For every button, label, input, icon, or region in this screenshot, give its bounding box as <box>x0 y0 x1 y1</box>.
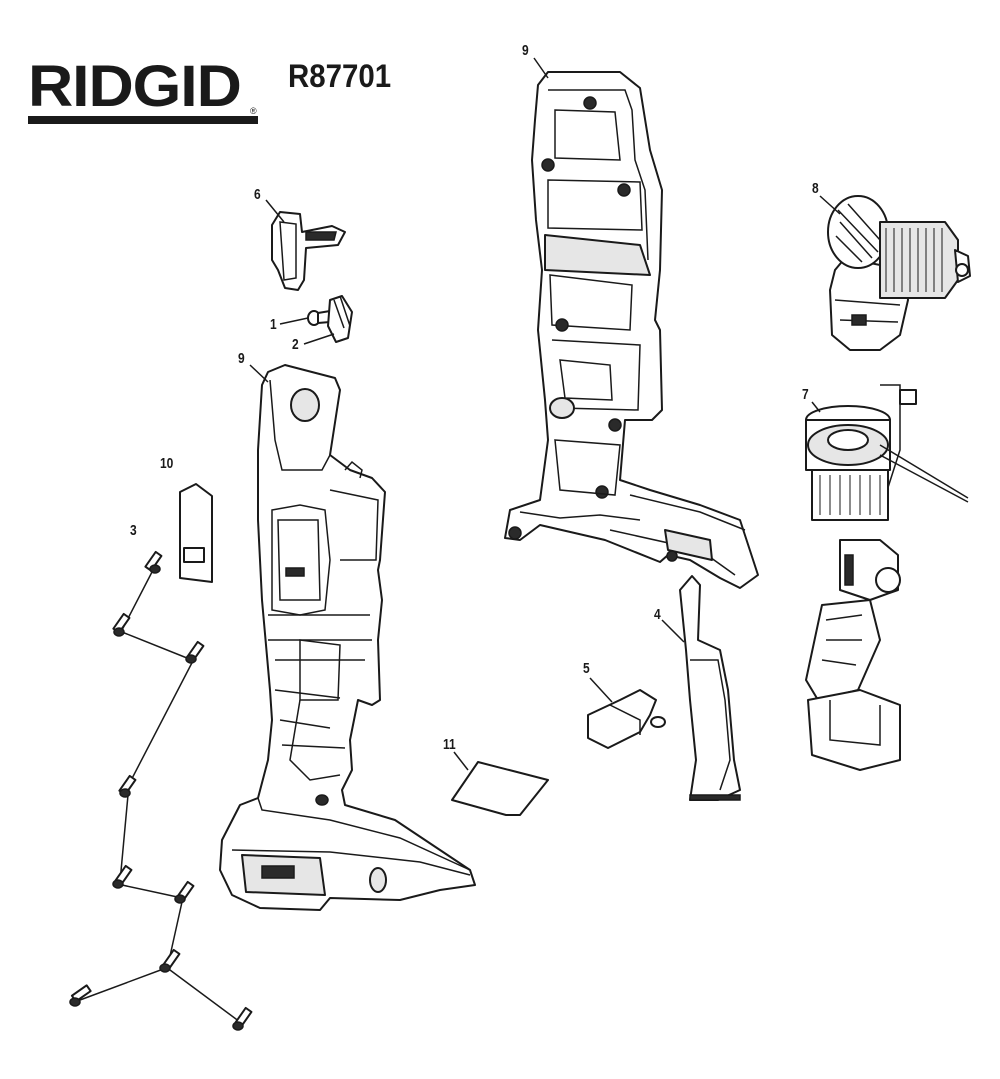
callout-9-left: 9 <box>238 350 245 367</box>
callout-9-right: 9 <box>522 42 529 59</box>
registered-mark: ® <box>250 106 257 116</box>
callout-3: 3 <box>130 522 137 539</box>
callout-11: 11 <box>443 736 456 753</box>
screw-8 <box>69 984 92 1007</box>
part-3-screws <box>69 550 253 1031</box>
screw-7 <box>159 948 181 973</box>
callout-7: 7 <box>802 386 809 403</box>
part-2-spring-clip <box>327 295 353 343</box>
logo-text: RIDGID <box>28 54 242 119</box>
ridgid-logo: RIDGID ® <box>28 54 260 128</box>
part-11-label <box>451 761 549 816</box>
callout-8: 8 <box>812 180 819 197</box>
part-7-motor-switch <box>805 384 969 771</box>
model-number: R87701 <box>288 58 392 94</box>
callout-6: 6 <box>254 186 261 203</box>
callout-1: 1 <box>270 316 277 333</box>
housing-left-half <box>219 364 476 911</box>
callout-10: 10 <box>160 455 174 472</box>
part-4-handle-insert <box>679 575 741 801</box>
screw-9 <box>232 1006 253 1031</box>
leader-lines <box>249 57 841 771</box>
callout-2: 2 <box>292 336 299 353</box>
screw-4 <box>118 774 137 798</box>
screw-2 <box>112 612 131 637</box>
part-1-screw <box>307 310 331 326</box>
screw-5 <box>112 864 133 889</box>
part-5-belt-clip <box>587 689 666 749</box>
screw-6 <box>174 880 195 904</box>
callout-4: 4 <box>654 606 661 623</box>
part-6-switch-lever <box>271 211 346 291</box>
callout-5: 5 <box>583 660 590 677</box>
part-10-label-plate <box>179 483 213 583</box>
screw-3 <box>185 640 205 664</box>
part-8-gearbox-chuck <box>827 195 971 351</box>
logo-underline-bar <box>28 116 258 124</box>
screw-1 <box>144 550 163 574</box>
housing-right-half <box>504 71 759 589</box>
